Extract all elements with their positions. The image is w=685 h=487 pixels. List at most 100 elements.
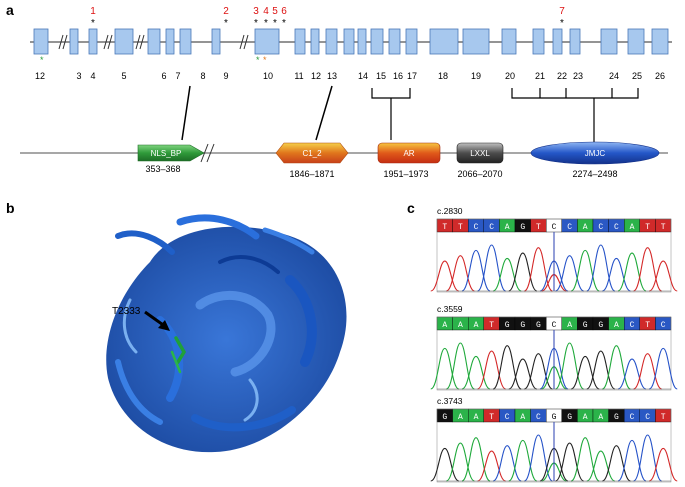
exon-box xyxy=(179,28,192,55)
trace-peak xyxy=(430,447,460,482)
exon-label: 18 xyxy=(438,71,448,81)
structure-arrow-icon xyxy=(144,310,170,331)
mutation-asterisk-icon: * xyxy=(254,18,258,29)
exon-box xyxy=(600,28,618,55)
exon-box xyxy=(388,28,401,55)
panel-letter-b: b xyxy=(6,200,15,216)
base-letter: A xyxy=(567,321,572,330)
chromatogram-frame xyxy=(436,408,672,483)
gene-break-marks xyxy=(58,34,249,50)
base-letter: A xyxy=(614,321,619,330)
exon-box xyxy=(343,28,355,55)
protein-domain-map: NLS_BP 353–368 C1_2 1846–1871 AR 1951–19… xyxy=(20,141,668,179)
mutation-asterisk-icon: * xyxy=(560,18,564,29)
exon-label: 22 xyxy=(557,71,567,81)
orange-marker-icon: * xyxy=(263,55,267,65)
exon-label: 26 xyxy=(655,71,665,81)
exon-label: 16 xyxy=(393,71,403,81)
base-letter: T xyxy=(489,321,494,330)
chromatogram-title: c.3559 xyxy=(437,304,463,314)
domain-label-c1-2: C1_2 xyxy=(302,149,322,158)
exon-label: 14 xyxy=(358,71,368,81)
exon-label: 15 xyxy=(376,71,386,81)
base-letter: A xyxy=(520,413,525,422)
trace-peak xyxy=(446,442,475,482)
exon-label: 25 xyxy=(632,71,642,81)
domain-range-lxxl: 2066–2070 xyxy=(457,169,502,179)
structure-residue-label: T2333 xyxy=(112,306,141,317)
base-letter: C xyxy=(474,223,479,232)
base-letter: A xyxy=(442,321,447,330)
domain-range-nls-bp: 353–368 xyxy=(145,164,180,174)
trace-peak xyxy=(633,434,663,482)
base-letter: G xyxy=(583,321,588,330)
base-letter: G xyxy=(614,413,619,422)
mutation-asterisk-icon: * xyxy=(282,18,286,29)
trace-peak xyxy=(477,450,506,482)
base-letter: C xyxy=(598,223,603,232)
exon-label: 3 xyxy=(76,71,81,81)
panel-letter-c: c xyxy=(407,200,415,216)
trace-peak xyxy=(602,445,631,482)
exon-box xyxy=(33,28,49,55)
panel-letter-a: a xyxy=(6,2,14,18)
base-letter: A xyxy=(505,223,510,232)
trace-peak xyxy=(523,434,553,482)
mutation-number: 7 xyxy=(559,6,565,17)
connector-exon13 xyxy=(315,85,333,141)
trace-peak xyxy=(446,255,475,292)
trace-peak xyxy=(602,257,631,292)
chromatogram-frame xyxy=(436,218,672,293)
trace-peak xyxy=(617,439,647,482)
trace-peak xyxy=(555,342,585,390)
trace-peak xyxy=(492,445,522,482)
trace-peak xyxy=(523,247,553,292)
domain-range-ar: 1951–1973 xyxy=(383,169,428,179)
base-letter: A xyxy=(583,413,588,422)
trace-peak xyxy=(461,437,491,482)
base-letter: C xyxy=(630,413,635,422)
trace-peak xyxy=(648,260,678,292)
exon-box xyxy=(627,28,645,55)
exon-label: 24 xyxy=(609,71,619,81)
exon-box xyxy=(88,28,98,55)
base-letter: G xyxy=(598,321,603,330)
mutation-number: 2 xyxy=(223,6,229,17)
domain-c1-2 xyxy=(275,142,349,164)
exon-label: 9 xyxy=(223,71,228,81)
exon-box xyxy=(405,28,418,55)
exon-label: 8 xyxy=(200,71,205,81)
base-letter: A xyxy=(630,223,635,232)
protein-structure-image xyxy=(106,214,347,453)
trace-peak xyxy=(461,355,491,390)
green-marker-icon: * xyxy=(256,55,260,65)
base-letter: C xyxy=(645,413,650,422)
chromatogram-title: c.3743 xyxy=(437,396,463,406)
trace-peak xyxy=(586,450,616,482)
base-letter: C xyxy=(552,223,557,232)
exon-label: 5 xyxy=(121,71,126,81)
base-letter: G xyxy=(520,321,525,330)
mutation-asterisk-icon: * xyxy=(273,18,277,29)
base-letter: G xyxy=(552,413,557,422)
trace-peak xyxy=(570,437,600,482)
mutation-asterisk-icon: * xyxy=(224,18,228,29)
exon-label: 4 xyxy=(90,71,95,81)
trace-peak xyxy=(508,252,538,292)
exon-box xyxy=(294,28,306,55)
base-letter: A xyxy=(598,413,603,422)
base-letter: G xyxy=(536,321,541,330)
trace-peak xyxy=(492,257,522,292)
base-letter: A xyxy=(474,321,479,330)
exon-box xyxy=(147,28,161,55)
mutation-number: 4 xyxy=(263,6,269,17)
exon-box xyxy=(254,28,280,55)
trace-peak xyxy=(617,252,647,292)
trace-peak xyxy=(633,353,662,390)
base-letter: C xyxy=(489,223,494,232)
